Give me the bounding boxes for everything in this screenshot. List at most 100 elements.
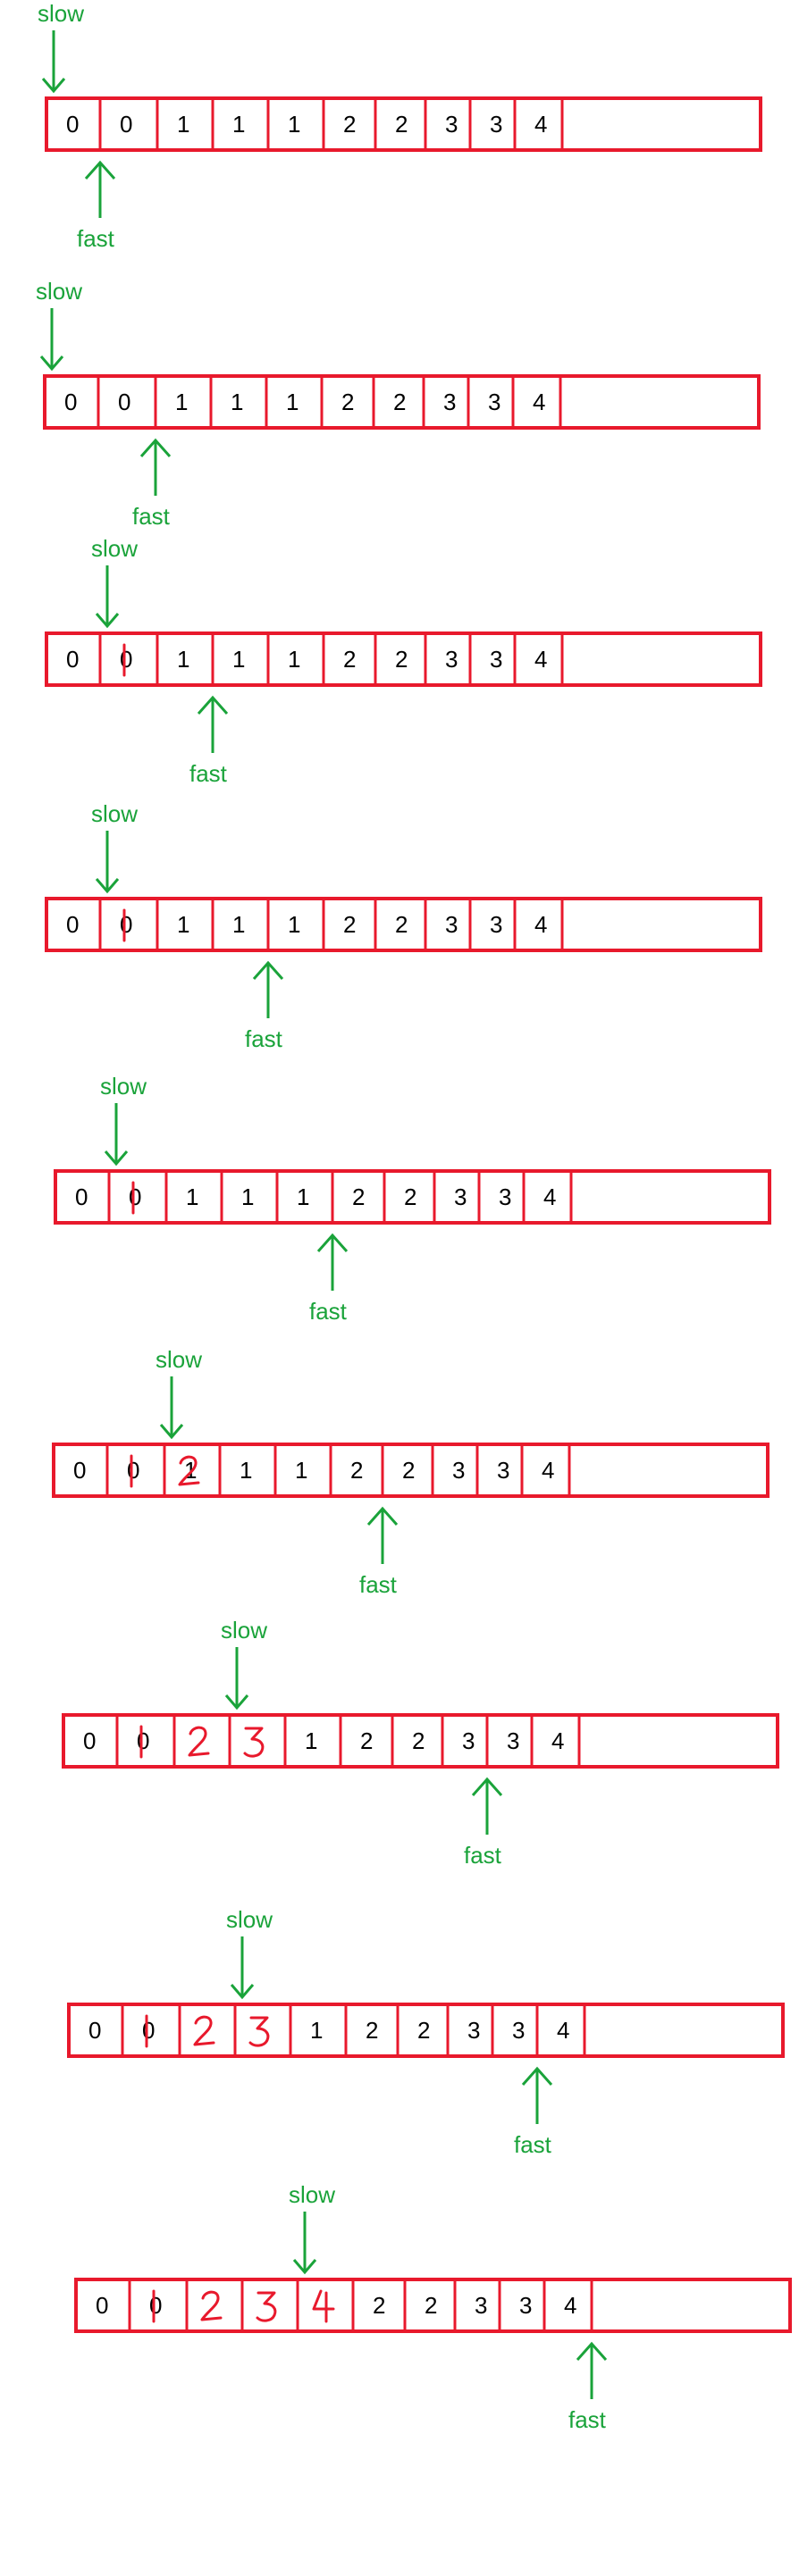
array-cell-value: 4 bbox=[534, 911, 547, 938]
array-cell-value: 3 bbox=[462, 1727, 475, 1754]
array-cell-value: 1 bbox=[177, 911, 189, 938]
array-box bbox=[62, 1713, 779, 1769]
array-cell-value: 1 bbox=[231, 389, 243, 415]
arrow-up-icon bbox=[471, 1777, 503, 1835]
array-cell-value: 0 bbox=[120, 646, 132, 673]
array-cell-value: 2 bbox=[395, 646, 408, 673]
array-cell-value: 2 bbox=[417, 2017, 430, 2044]
array-cell-value: 0 bbox=[137, 1727, 149, 1754]
array-cell-value: 0 bbox=[66, 911, 79, 938]
array-cell-value: 1 bbox=[175, 389, 188, 415]
array-cell-value: 4 bbox=[564, 2292, 576, 2319]
arrow-down-icon bbox=[95, 831, 120, 894]
array-cell-value: 1 bbox=[232, 111, 245, 138]
array-cell-value: 2 bbox=[360, 1727, 373, 1754]
array-cell-value: 2 bbox=[366, 2017, 378, 2044]
array-cell-value: 3 bbox=[443, 389, 456, 415]
arrow-up-icon bbox=[521, 2066, 553, 2124]
handwritten-4 bbox=[312, 2289, 335, 2323]
array-cell-value: 3 bbox=[490, 111, 502, 138]
slow-label: slow bbox=[36, 278, 82, 305]
array-cell-value: 3 bbox=[490, 911, 502, 938]
slow-label: slow bbox=[226, 1906, 273, 1933]
array-cell-value: 2 bbox=[352, 1183, 365, 1210]
handwritten-3 bbox=[248, 2016, 270, 2047]
array-cell-value: 1 bbox=[177, 111, 189, 138]
array-cell-value: 2 bbox=[343, 911, 356, 938]
array-cell-value: 0 bbox=[73, 1457, 86, 1484]
array-box bbox=[67, 2003, 785, 2058]
array-cell-value: 2 bbox=[404, 1183, 416, 1210]
array-cell-value: 2 bbox=[393, 389, 406, 415]
slow-label: slow bbox=[91, 800, 138, 827]
slow-label: slow bbox=[289, 2181, 335, 2208]
handwritten-2 bbox=[188, 1726, 210, 1757]
fast-label: fast bbox=[189, 760, 228, 787]
array-cell-value: 3 bbox=[507, 1727, 519, 1754]
array-box bbox=[54, 1169, 771, 1225]
fast-label: fast bbox=[309, 1298, 348, 1325]
arrow-up-icon bbox=[197, 695, 229, 753]
array-box bbox=[74, 2278, 792, 2333]
array-cell-value: 1 bbox=[241, 1183, 254, 1210]
array-cell-value: 3 bbox=[454, 1183, 467, 1210]
array-cell-value: 0 bbox=[142, 2017, 155, 2044]
array-cell-value: 4 bbox=[542, 1457, 554, 1484]
arrow-up-icon bbox=[84, 160, 116, 218]
array-cell-value: 3 bbox=[512, 2017, 525, 2044]
array-cell-value: 2 bbox=[373, 2292, 385, 2319]
arrow-down-icon bbox=[159, 1376, 184, 1440]
array-cell-value: 1 bbox=[186, 1183, 198, 1210]
array-cell-value: 2 bbox=[412, 1727, 425, 1754]
array-cell-value: 1 bbox=[288, 111, 300, 138]
fast-label: fast bbox=[464, 1842, 502, 1869]
handwritten-3 bbox=[243, 1727, 265, 1758]
array-cell-value: 1 bbox=[310, 2017, 323, 2044]
array-cell-value: 1 bbox=[288, 646, 300, 673]
fast-label: fast bbox=[514, 2131, 552, 2158]
array-cell-value: 0 bbox=[83, 1727, 96, 1754]
array-cell-value: 2 bbox=[350, 1457, 363, 1484]
array-cell-value: 2 bbox=[341, 389, 354, 415]
array-cell-value: 3 bbox=[519, 2292, 532, 2319]
handwritten-2 bbox=[178, 1455, 200, 1486]
array-cell-value: 0 bbox=[66, 646, 79, 673]
array-cell-value: 1 bbox=[295, 1457, 307, 1484]
arrow-up-icon bbox=[316, 1233, 349, 1291]
fast-label: fast bbox=[77, 225, 115, 252]
array-cell-value: 3 bbox=[499, 1183, 511, 1210]
array-cell-value: 0 bbox=[118, 389, 130, 415]
handwritten-2 bbox=[200, 2290, 223, 2321]
array-cell-value: 3 bbox=[445, 111, 458, 138]
array-box bbox=[43, 374, 761, 430]
array-cell-value: 1 bbox=[177, 646, 189, 673]
slow-label: slow bbox=[38, 0, 84, 27]
array-cell-value: 0 bbox=[120, 911, 132, 938]
array-cell-value: 3 bbox=[445, 911, 458, 938]
arrow-up-icon bbox=[252, 960, 284, 1018]
arrow-down-icon bbox=[230, 1936, 255, 2000]
array-cell-value: 0 bbox=[127, 1457, 139, 1484]
array-cell-value: 4 bbox=[533, 389, 545, 415]
array-cell-value: 1 bbox=[305, 1727, 317, 1754]
array-cell-value: 2 bbox=[343, 646, 356, 673]
array-cell-value: 0 bbox=[64, 389, 77, 415]
array-box bbox=[45, 897, 762, 952]
slow-label: slow bbox=[100, 1073, 147, 1100]
arrow-up-icon bbox=[576, 2341, 608, 2399]
arrow-down-icon bbox=[41, 30, 66, 94]
array-cell-value: 2 bbox=[402, 1457, 415, 1484]
arrow-up-icon bbox=[139, 438, 172, 496]
array-cell-value: 3 bbox=[452, 1457, 465, 1484]
array-cell-value: 1 bbox=[232, 911, 245, 938]
array-cell-value: 4 bbox=[534, 646, 547, 673]
handwritten-3 bbox=[256, 2291, 277, 2322]
array-cell-value: 1 bbox=[240, 1457, 252, 1484]
array-cell-value: 3 bbox=[445, 646, 458, 673]
